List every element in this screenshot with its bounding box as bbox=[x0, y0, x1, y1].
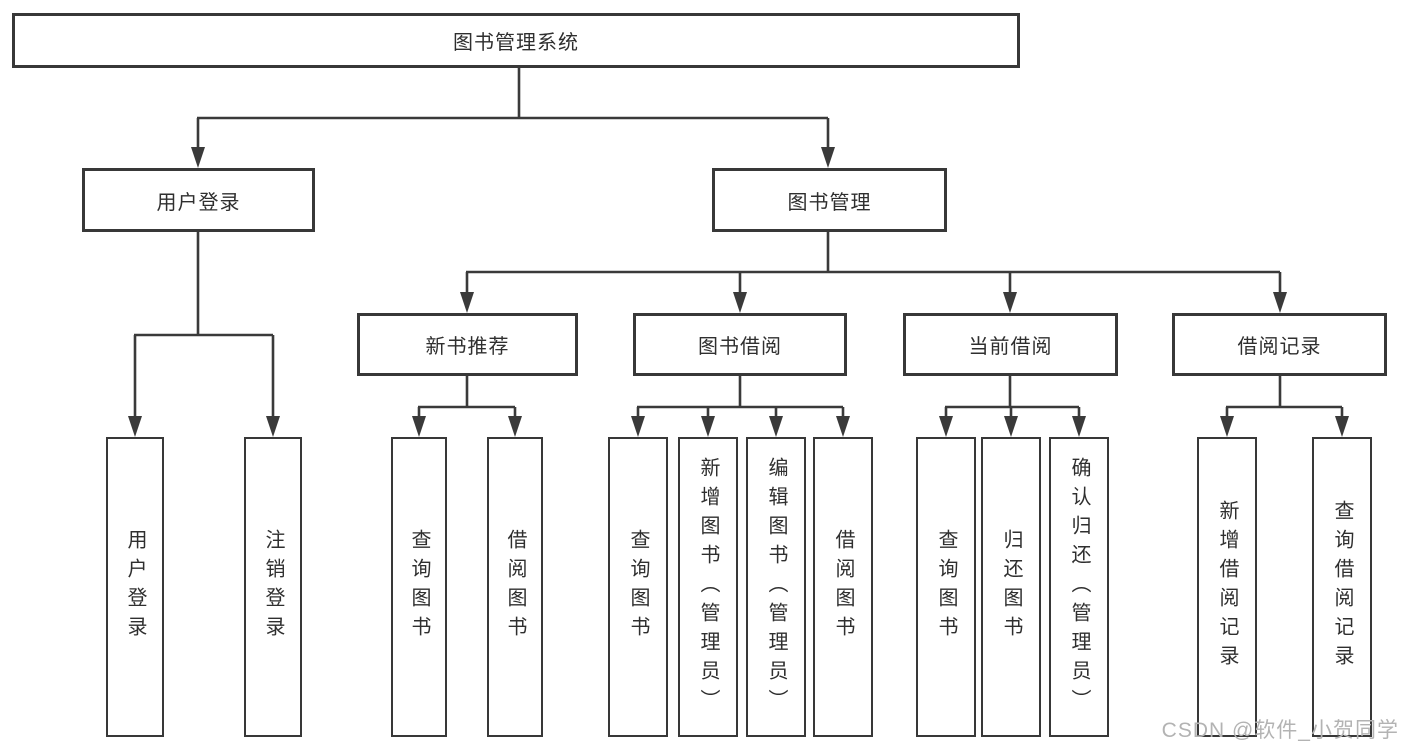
leaf-current-return-book: 归还图书 bbox=[981, 437, 1041, 737]
node-user-login: 用户登录 bbox=[82, 168, 315, 232]
node-current-borrow: 当前借阅 bbox=[903, 313, 1118, 376]
leaf-borrow-borrow-book-label: 借阅图书 bbox=[832, 529, 854, 645]
node-current-borrow-label: 当前借阅 bbox=[968, 336, 1053, 358]
leaf-newbookrec-query-book: 查询图书 bbox=[391, 437, 447, 737]
node-book-borrow-label: 图书借阅 bbox=[698, 336, 782, 358]
connector-borrow-records-to-leaves bbox=[1220, 376, 1349, 437]
leaf-current-confirm-return-admin: 确认归还（管理员） bbox=[1049, 437, 1109, 737]
leaf-records-query-record: 查询借阅记录 bbox=[1312, 437, 1372, 737]
connector-book-borrow-to-leaves bbox=[631, 376, 850, 437]
leaf-borrow-query-book: 查询图书 bbox=[608, 437, 668, 737]
node-root-label: 图书管理系统 bbox=[453, 32, 579, 54]
leaf-current-query-book: 查询图书 bbox=[916, 437, 976, 737]
leaf-records-add-record: 新增借阅记录 bbox=[1197, 437, 1257, 737]
leaf-borrow-add-book-admin: 新增图书（管理员） bbox=[678, 437, 738, 737]
node-user-login-label: 用户登录 bbox=[156, 191, 241, 214]
watermark: CSDN @软件_小贺同学 bbox=[1161, 719, 1399, 742]
leaf-user-login: 用户登录 bbox=[106, 437, 164, 737]
leaf-logout-label: 注销登录 bbox=[262, 529, 284, 645]
node-new-book-recommend-label: 新书推荐 bbox=[425, 336, 510, 358]
leaf-borrow-borrow-book: 借阅图书 bbox=[813, 437, 873, 737]
node-borrow-records: 借阅记录 bbox=[1172, 313, 1387, 376]
leaf-borrow-edit-book-admin: 编辑图书（管理员） bbox=[746, 437, 806, 737]
connector-root-to-level2 bbox=[191, 68, 835, 168]
leaf-newbookrec-query-book-label: 查询图书 bbox=[408, 529, 430, 645]
leaf-logout: 注销登录 bbox=[244, 437, 302, 737]
leaf-records-query-record-label: 查询借阅记录 bbox=[1331, 500, 1353, 674]
leaf-borrow-edit-book-admin-label: 编辑图书（管理员） bbox=[765, 456, 787, 718]
leaf-current-query-book-label: 查询图书 bbox=[935, 529, 957, 645]
leaf-newbookrec-borrow-book-label: 借阅图书 bbox=[504, 529, 526, 645]
leaf-user-login-label: 用户登录 bbox=[124, 529, 146, 645]
leaf-newbookrec-borrow-book: 借阅图书 bbox=[487, 437, 543, 737]
node-book-borrow: 图书借阅 bbox=[633, 313, 847, 376]
connector-current-borrow-to-leaves bbox=[939, 376, 1086, 437]
node-new-book-recommend: 新书推荐 bbox=[357, 313, 578, 376]
leaf-borrow-query-book-label: 查询图书 bbox=[627, 529, 649, 645]
node-root: 图书管理系统 bbox=[12, 13, 1020, 68]
connector-new-book-rec-to-leaves bbox=[412, 376, 522, 437]
node-book-management: 图书管理 bbox=[712, 168, 947, 232]
leaf-current-confirm-return-admin-label: 确认归还（管理员） bbox=[1068, 456, 1090, 718]
node-book-management-label: 图书管理 bbox=[787, 191, 872, 214]
node-borrow-records-label: 借阅记录 bbox=[1237, 336, 1322, 358]
leaf-borrow-add-book-admin-label: 新增图书（管理员） bbox=[697, 456, 719, 718]
leaf-records-add-record-label: 新增借阅记录 bbox=[1216, 500, 1238, 674]
connector-user-login-to-leaves bbox=[128, 232, 280, 437]
leaf-current-return-book-label: 归还图书 bbox=[1000, 529, 1022, 645]
connector-book-mgmt-to-level3 bbox=[460, 232, 1287, 313]
